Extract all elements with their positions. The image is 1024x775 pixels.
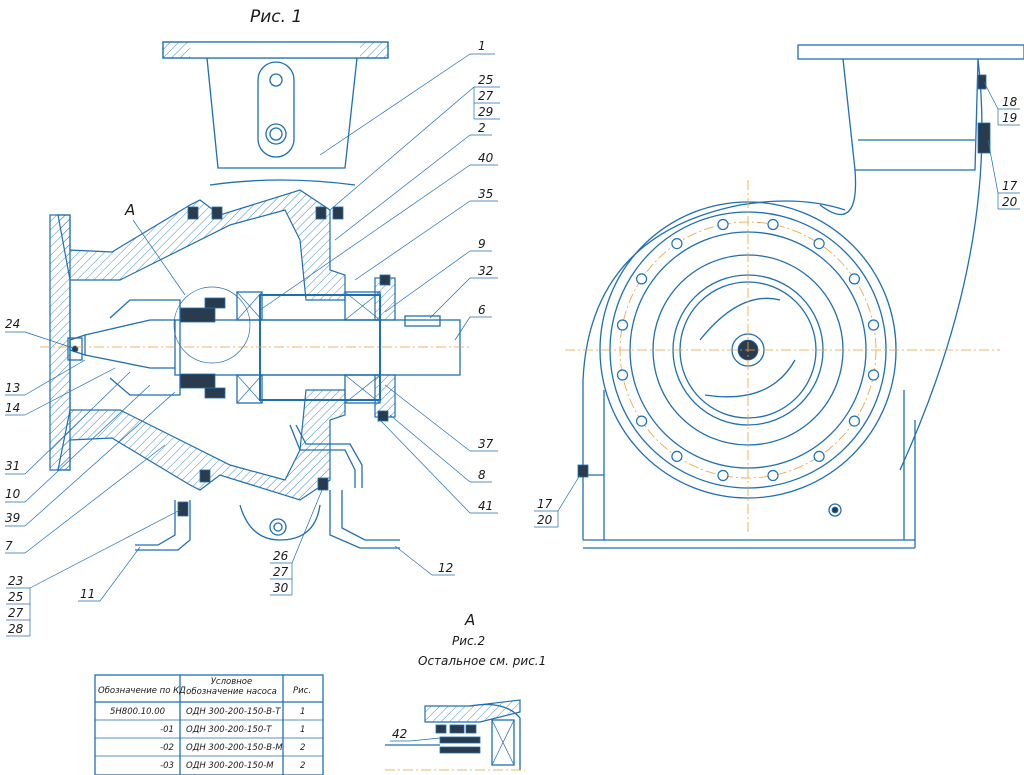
table-row-1-fig: 1 [300, 707, 305, 717]
table-row-4-pump: ОДН 300-200-150-М [186, 761, 274, 771]
flange-bolt [848, 273, 861, 285]
callout-19: 19 [1002, 111, 1017, 125]
table-row-1-pump: ОДН 300-200-150-В-Т [186, 707, 281, 717]
callout-9: 9 [478, 237, 486, 251]
callout-10: 10 [5, 487, 21, 501]
front-view-callouts: 18 19 17 20 17 20 [534, 81, 1020, 528]
callout-8: 8 [478, 468, 486, 482]
table-header-pump: Условное обозначение насоса [186, 677, 277, 697]
table-row-3-pump: ОДН 300-200-150-В-М [186, 743, 283, 753]
flange-bolt [813, 238, 825, 250]
callout-27r: 27 [478, 89, 494, 103]
callout-27: 27 [8, 606, 24, 620]
fig2-title: Рис.2 [452, 634, 485, 648]
table-row-4-fig: 2 [300, 761, 305, 771]
callout-31: 31 [5, 459, 20, 473]
callout-24: 24 [5, 317, 20, 331]
flange-bolt [867, 369, 880, 381]
table-row-1-kd: 5Н800.10.00 [110, 707, 165, 717]
callout-23: 23 [8, 574, 23, 588]
flange-bolt [848, 415, 861, 427]
callout-42: 42 [392, 727, 407, 741]
table-row-2-kd: -01 [160, 725, 174, 735]
designation-table: Обозначение по КД Условное обозначение н… [94, 674, 324, 775]
front-view [565, 44, 1024, 549]
fig2-note: Остальное см. рис.1 [418, 654, 546, 668]
figure-1-title: Рис. 1 [250, 7, 302, 27]
left-callouts: 24 13 14 31 10 39 7 [5, 317, 176, 554]
callout-30: 30 [273, 581, 289, 595]
callout-35: 35 [478, 187, 493, 201]
callout-stack-26: 26 27 30 [270, 489, 323, 596]
callout-18: 18 [1002, 95, 1018, 109]
callout-stack-23: 23 25 27 28 [6, 509, 181, 637]
callout-25: 25 [8, 590, 23, 604]
flange-bolt [635, 415, 648, 427]
callout-6: 6 [478, 303, 486, 317]
callout-7: 7 [5, 539, 13, 553]
callout-39: 39 [5, 511, 20, 525]
flange-bolt [813, 450, 825, 462]
table-row-2-fig: 1 [300, 725, 305, 735]
callout-41: 41 [478, 499, 493, 513]
table-row-3-fig: 2 [300, 743, 305, 753]
callout-17b: 17 [537, 497, 553, 511]
flange-bolt [767, 469, 779, 482]
callout-29: 29 [478, 105, 493, 119]
section-a-marker: A [124, 201, 135, 219]
table-row-3-kd: -02 [160, 743, 174, 753]
section-view [40, 41, 470, 551]
flange-bolt [717, 469, 729, 482]
callout-20a: 20 [1002, 195, 1018, 209]
flange-bolt [867, 319, 880, 331]
fig2-detail [385, 699, 525, 771]
fig2-letter: А [464, 611, 475, 629]
callout-28: 28 [8, 622, 24, 636]
table-header-fig: Рис. [293, 686, 311, 696]
right-callouts: 1 25 27 29 2 40 35 9 32 6 37 8 41 [259, 39, 500, 514]
callout-26: 26 [273, 549, 289, 563]
flange-bolt [671, 238, 683, 250]
flange-bolt [635, 273, 648, 285]
table-row-2-pump: ОДН 300-200-150-Т [186, 725, 272, 735]
flange-bolt [717, 218, 729, 231]
callout-20b: 20 [537, 513, 553, 527]
callout-1: 1 [478, 39, 486, 53]
callout-14: 14 [5, 401, 20, 415]
callout-37: 37 [478, 437, 494, 451]
callout-17a: 17 [1002, 179, 1018, 193]
callout-27b: 27 [273, 565, 289, 579]
flange-bolt [767, 218, 779, 231]
callout-25r: 25 [478, 73, 493, 87]
flange-bolt [671, 450, 683, 462]
callout-12: 12 [438, 561, 453, 575]
table-row-4-kd: -03 [160, 761, 174, 771]
callout-11: 11 [80, 587, 95, 601]
flange-bolt [616, 369, 629, 381]
flange-bolt [616, 319, 629, 331]
table-header-kd: Обозначение по КД [98, 686, 186, 696]
callout-2: 2 [478, 121, 486, 135]
callout-40: 40 [478, 151, 494, 165]
callout-32: 32 [478, 264, 493, 278]
callout-13: 13 [5, 381, 20, 395]
